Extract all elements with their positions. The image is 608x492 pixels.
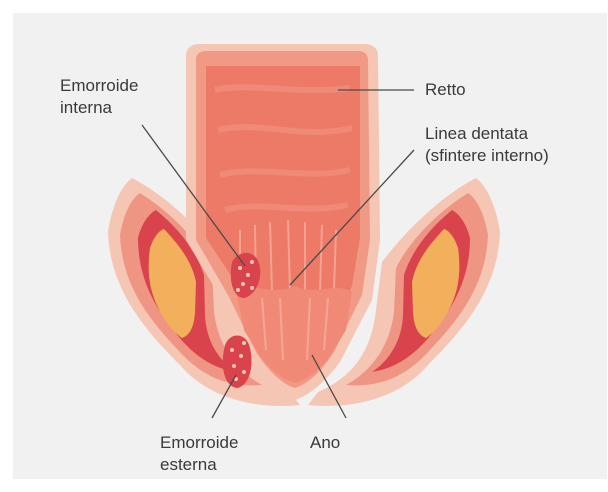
label-dentate-line-line1: Linea dentata bbox=[425, 123, 549, 145]
label-internal-hemorrhoid: Emorroide interna bbox=[60, 75, 138, 119]
label-anus: Ano bbox=[310, 432, 340, 454]
label-internal-hemorrhoid-line1: Emorroide bbox=[60, 75, 138, 97]
label-external-hemorrhoid-line2: esterna bbox=[160, 454, 238, 476]
label-internal-hemorrhoid-line2: interna bbox=[60, 97, 138, 119]
label-anus-text: Ano bbox=[310, 432, 340, 454]
label-external-hemorrhoid-line1: Emorroide bbox=[160, 432, 238, 454]
label-dentate-line-line2: (sfintere interno) bbox=[425, 145, 549, 167]
label-dentate-line: Linea dentata (sfintere interno) bbox=[425, 123, 549, 167]
label-rectum: Retto bbox=[425, 79, 466, 101]
label-external-hemorrhoid: Emorroide esterna bbox=[160, 432, 238, 476]
label-rectum-text: Retto bbox=[425, 79, 466, 101]
